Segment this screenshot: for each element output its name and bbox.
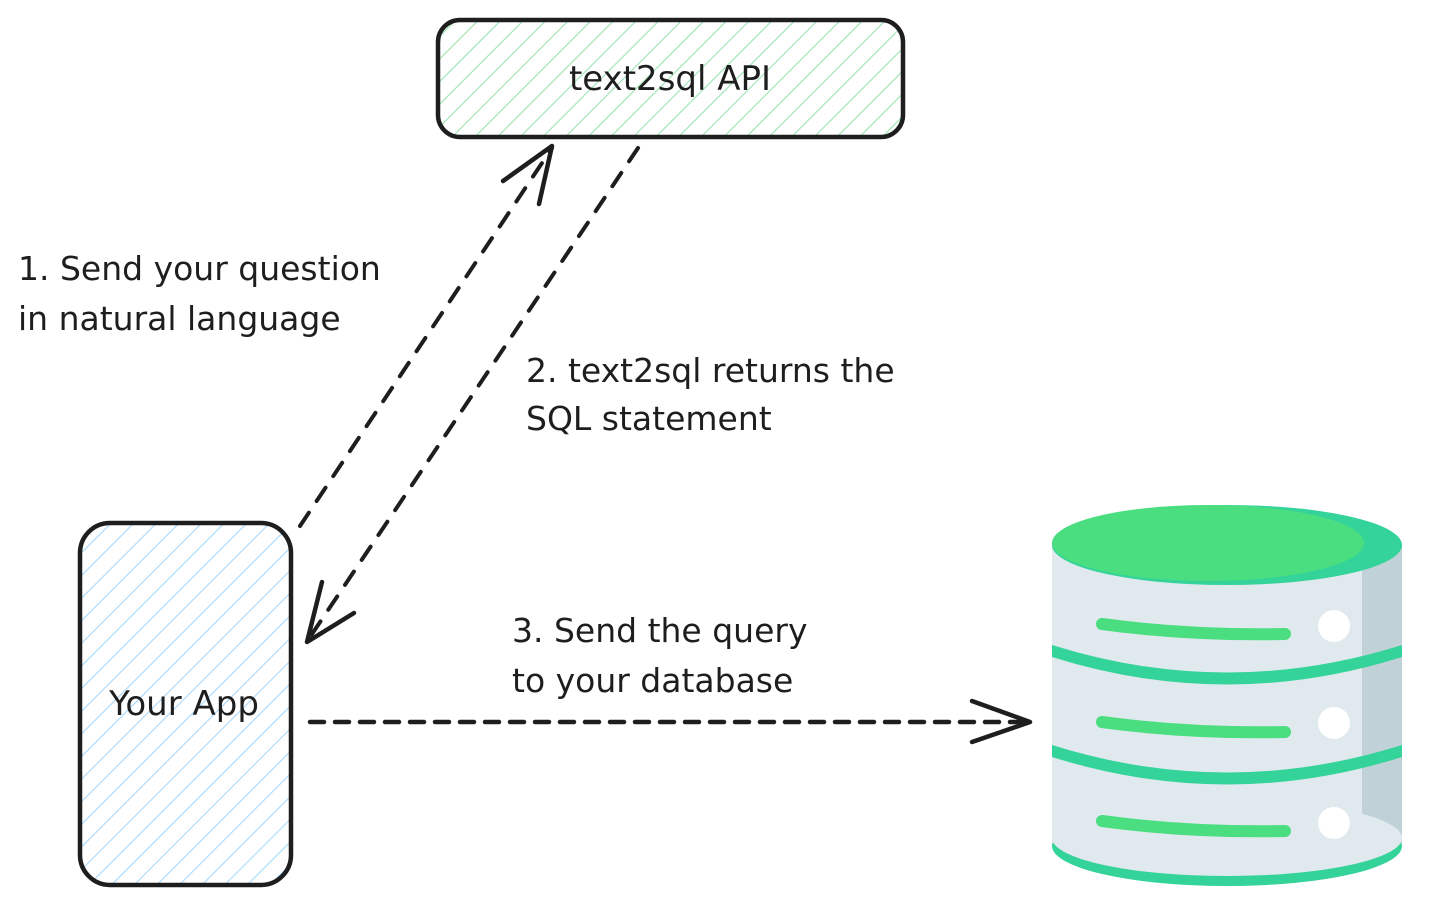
database-icon[interactable] bbox=[1052, 505, 1402, 886]
arrowhead-right-icon bbox=[969, 698, 1033, 745]
arrowhead-down-icon bbox=[304, 579, 357, 645]
edge-step1-line bbox=[298, 146, 554, 528]
edge-step3-label-line1: 3. Send the query bbox=[512, 611, 808, 650]
database-slot-3 bbox=[1096, 815, 1291, 838]
database-body bbox=[1052, 545, 1402, 843]
edge-step2: 2. text2sql returns the SQL statement bbox=[304, 146, 895, 645]
edge-step2-line bbox=[306, 146, 640, 642]
app-node-box bbox=[77, 520, 294, 888]
edge-step2-label-line2: SQL statement bbox=[526, 399, 772, 438]
arrowhead-up-icon bbox=[500, 143, 555, 207]
database-rim-2 bbox=[1052, 745, 1402, 785]
database-indicator-3 bbox=[1318, 807, 1350, 839]
database-body-shade bbox=[1362, 545, 1402, 843]
api-node-label: text2sql API bbox=[569, 59, 771, 99]
edge-step1-label-line1: 1. Send your question bbox=[18, 249, 381, 288]
database-rim-1 bbox=[1052, 645, 1402, 685]
api-node[interactable]: text2sql API bbox=[435, 17, 906, 140]
api-node-box bbox=[435, 17, 906, 140]
edge-step3-label-line2: to your database bbox=[512, 661, 793, 700]
edge-step1-label-line2: in natural language bbox=[18, 299, 341, 338]
database-indicator-1 bbox=[1318, 610, 1350, 642]
app-node[interactable]: Your App bbox=[77, 520, 294, 888]
database-slot-1 bbox=[1096, 618, 1291, 641]
database-bottom-face bbox=[1052, 800, 1402, 876]
edge-step1: 1. Send your question in natural languag… bbox=[18, 143, 555, 528]
app-node-label: Your App bbox=[108, 684, 259, 724]
database-top bbox=[1052, 505, 1364, 581]
edge-step2-label-line1: 2. text2sql returns the bbox=[526, 351, 895, 390]
database-slot-2 bbox=[1096, 716, 1291, 739]
database-indicator-2 bbox=[1318, 707, 1350, 739]
edge-step3: 3. Send the query to your database bbox=[307, 611, 1033, 745]
